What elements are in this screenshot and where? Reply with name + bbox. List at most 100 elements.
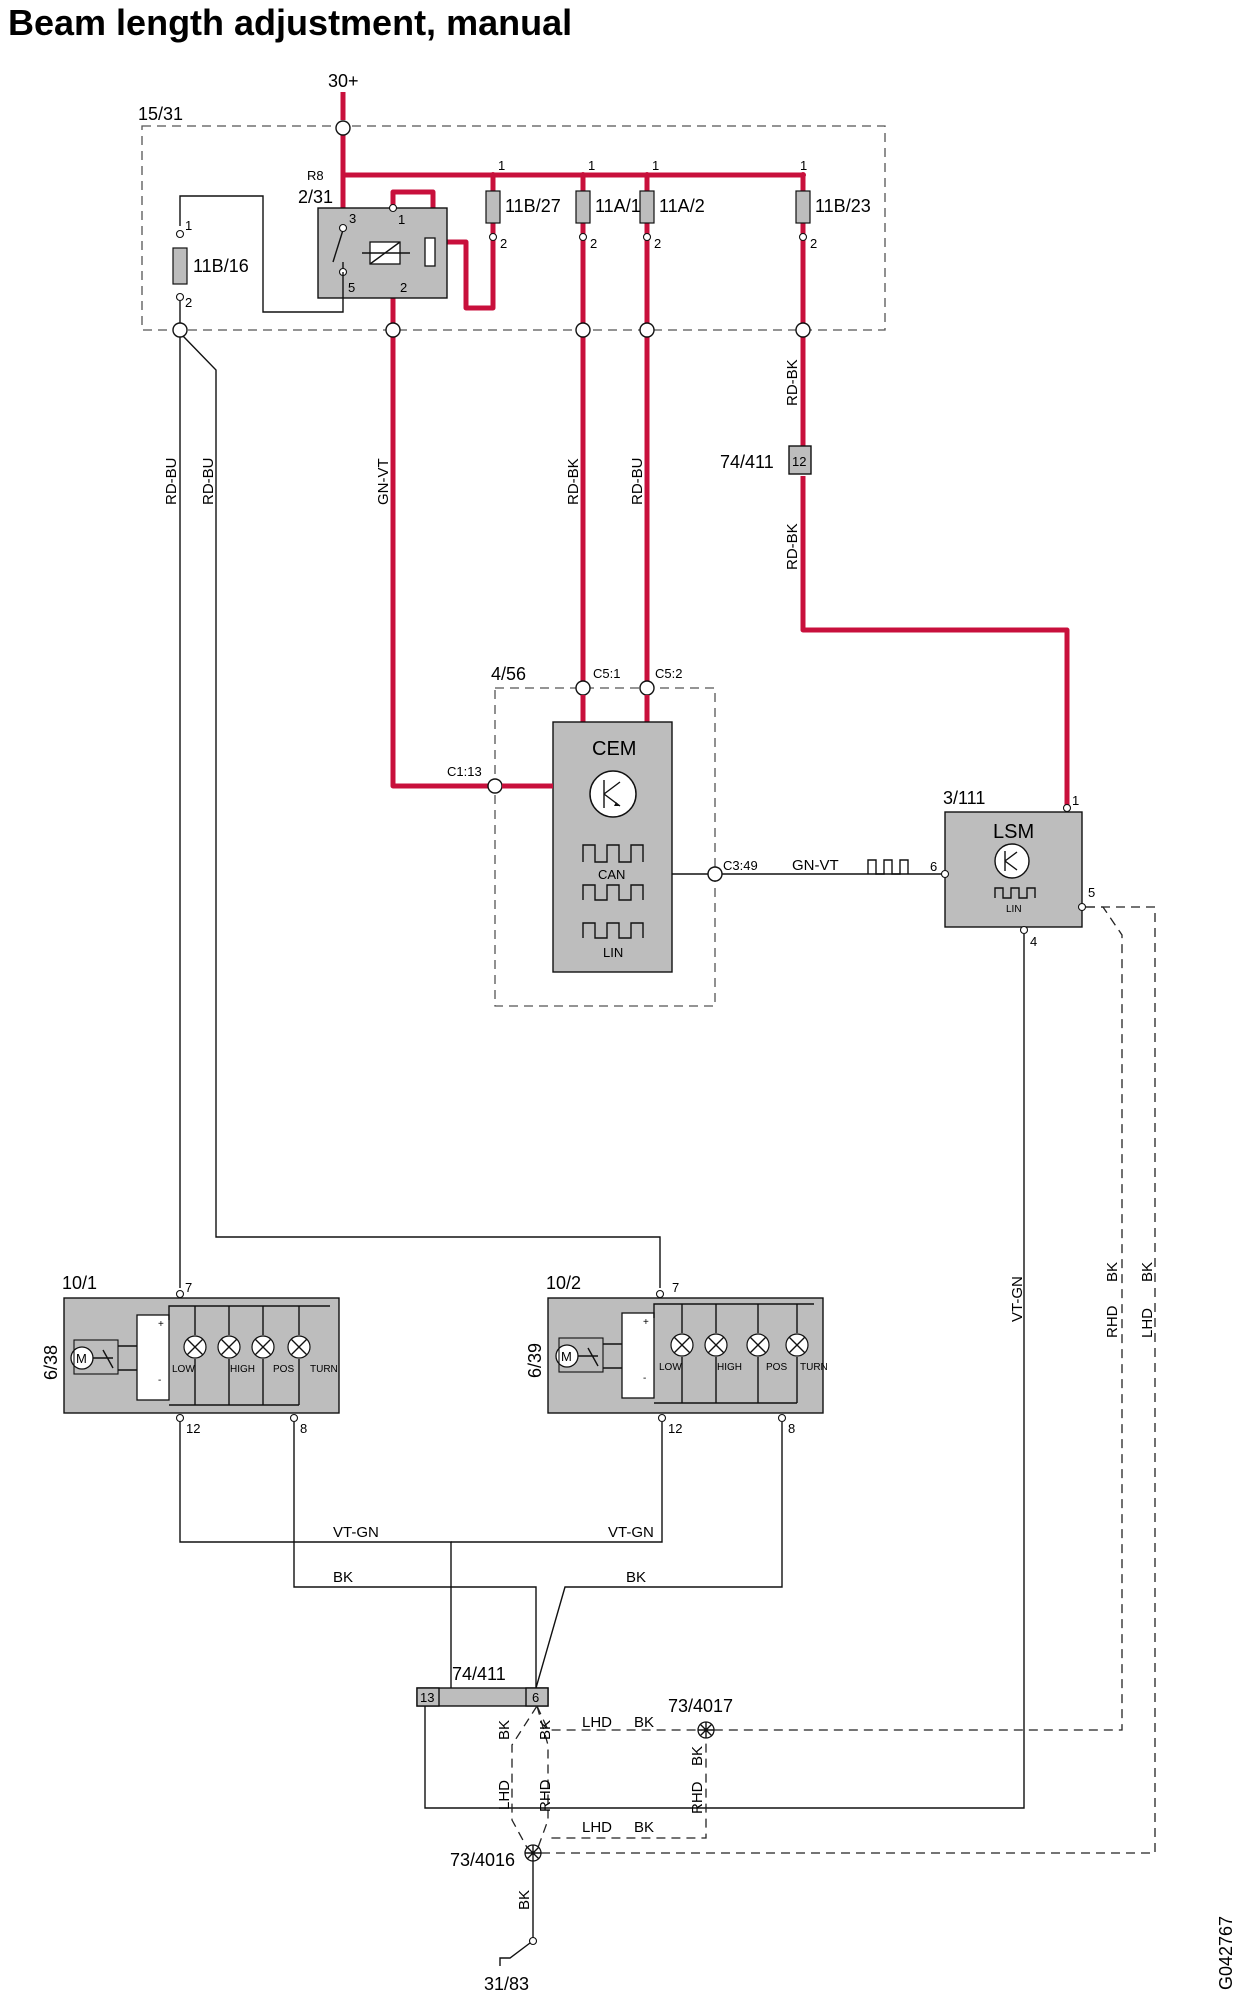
cem-name: CEM — [592, 738, 636, 760]
svg-text:HIGH: HIGH — [230, 1364, 255, 1375]
svg-text:BK: BK — [626, 1569, 646, 1586]
headlamp-right-motor-code: 6/39 — [525, 1343, 545, 1378]
ground-4016-label: 73/4016 — [450, 1850, 515, 1870]
power-wires — [340, 128, 1070, 805]
headlamp-left: 10/1 7 6/38 M + - LOW HIGH — [41, 1273, 340, 1436]
relay-pin-1: 1 — [398, 212, 405, 227]
svg-text:1: 1 — [1072, 793, 1079, 808]
fuse-11b-23: 1 2 11B/23 — [795, 158, 871, 251]
svg-text:BK: BK — [537, 1720, 554, 1740]
svg-text:LHD: LHD — [1139, 1308, 1156, 1338]
left-lamp-turn — [287, 1335, 311, 1359]
svg-text:BK: BK — [634, 1714, 654, 1731]
fuse-label-11a-1: 11A/1 — [595, 196, 641, 216]
headlamp-left-code: 10/1 — [62, 1273, 97, 1293]
svg-text:BK: BK — [634, 1819, 654, 1836]
svg-text:RD-BU: RD-BU — [200, 458, 217, 506]
svg-text:RD-BK: RD-BK — [784, 523, 801, 570]
fuse-11a-1: 1 2 11A/1 — [575, 158, 641, 251]
left-lamp-low — [183, 1335, 207, 1359]
svg-text:LHD: LHD — [582, 1714, 612, 1731]
headlamp-right-code: 10/2 — [546, 1273, 581, 1293]
lin-bus-wire: GN-VT — [722, 857, 945, 875]
svg-text:LHD: LHD — [582, 1819, 612, 1836]
lsm-module: 3/111 1 LSM LIN 6 5 4 — [930, 788, 1095, 949]
svg-text:12: 12 — [792, 454, 806, 469]
connector-top-label: 74/411 — [720, 452, 774, 472]
svg-text:7: 7 — [672, 1280, 679, 1295]
lsm-box-label: 3/111 — [943, 788, 985, 808]
figure-id: G042767 — [1216, 1916, 1236, 1990]
fuse-box-15-31: 15/31 — [138, 104, 886, 331]
fuse-label-11b-23: 11B/23 — [815, 196, 871, 216]
svg-text:1: 1 — [588, 158, 595, 173]
svg-text:GN-VT: GN-VT — [792, 857, 839, 874]
svg-text:GN-VT: GN-VT — [375, 458, 392, 505]
svg-text:TURN: TURN — [800, 1362, 828, 1373]
svg-text:M: M — [76, 1351, 87, 1366]
connector-bottom-label: 74/411 — [452, 1664, 506, 1684]
svg-text:RHD: RHD — [1104, 1305, 1121, 1338]
svg-text:-: - — [643, 1373, 646, 1384]
cem-body — [552, 721, 673, 973]
svg-text:HIGH: HIGH — [717, 1362, 742, 1373]
svg-text:BK: BK — [689, 1746, 706, 1766]
svg-text:POS: POS — [766, 1362, 787, 1373]
svg-text:BK: BK — [1104, 1262, 1121, 1282]
svg-text:12: 12 — [186, 1421, 200, 1436]
boundary-nodes — [172, 120, 811, 338]
svg-text:LHD: LHD — [496, 1780, 513, 1810]
svg-text:6: 6 — [532, 1690, 539, 1705]
fuse-11b-16: 1 2 11B/16 — [172, 218, 249, 330]
connector-74-411-bottom: 74/411 13 6 — [416, 1664, 549, 1707]
svg-text:6: 6 — [930, 859, 937, 874]
svg-text:BK: BK — [516, 1890, 533, 1910]
fuse-11a-2: 1 2 11A/2 — [639, 158, 705, 251]
relay-pin-2: 2 — [400, 280, 407, 295]
cem-box-label: 4/56 — [491, 664, 526, 684]
page-title: Beam length adjustment, manual — [8, 2, 573, 43]
svg-text:LIN: LIN — [1006, 904, 1022, 915]
ground-point-73-4016: 73/4016 BK — [450, 1844, 542, 1938]
svg-text:LIN: LIN — [603, 945, 623, 960]
svg-text:RD-BU: RD-BU — [163, 458, 180, 506]
relay-code-label: R8 — [307, 168, 324, 183]
right-lamp-turn — [785, 1333, 809, 1357]
svg-text:BK: BK — [333, 1569, 353, 1586]
svg-text:RD-BK: RD-BK — [565, 458, 582, 505]
svg-text:VT-GN: VT-GN — [1009, 1276, 1026, 1322]
svg-text:C5:1: C5:1 — [593, 666, 620, 681]
svg-text:2: 2 — [654, 236, 661, 251]
fuse-label-11b-16: 11B/16 — [193, 256, 249, 276]
svg-text:1: 1 — [185, 218, 192, 233]
headlamp-right: 10/2 7 6/39 M + - LOW HIGH — [525, 1273, 828, 1436]
svg-text:C5:2: C5:2 — [655, 666, 682, 681]
chassis-ground-31-83: 31/83 — [484, 1936, 538, 1994]
svg-text:C1:13: C1:13 — [447, 764, 482, 779]
relay-2-31: R8 2/31 3 1 5 2 — [179, 168, 448, 313]
right-lamp-low — [670, 1333, 694, 1357]
fuse-label-11a-2: 11A/2 — [659, 196, 705, 216]
headlamp-lower-wires: VT-GN VT-GN BK BK — [179, 1422, 783, 1689]
lsm-output-wires: RHD BK LHD BK — [424, 906, 1156, 1854]
svg-text:8: 8 — [788, 1421, 795, 1436]
svg-text:2: 2 — [185, 295, 192, 310]
svg-text:+: + — [158, 1319, 164, 1330]
left-lamp-high — [217, 1335, 241, 1359]
relay-pin-3: 3 — [349, 211, 356, 226]
svg-text:POS: POS — [273, 1364, 294, 1375]
svg-text:LOW: LOW — [172, 1364, 195, 1375]
svg-text:13: 13 — [420, 1690, 434, 1705]
svg-text:VT-GN: VT-GN — [608, 1524, 654, 1541]
fuse-11b-27: 1 2 11B/27 — [485, 158, 561, 251]
lsm-name: LSM — [993, 821, 1034, 843]
svg-text:2: 2 — [590, 236, 597, 251]
relay-label: 2/31 — [298, 187, 333, 207]
svg-text:RHD: RHD — [689, 1781, 706, 1814]
headlamp-left-motor-code: 6/38 — [41, 1345, 61, 1380]
svg-text:BK: BK — [496, 1720, 513, 1740]
svg-text:C3:49: C3:49 — [723, 858, 758, 873]
ground-wiring: BK LHD BK RHD BK RHD LHD BK LHD BK — [496, 1705, 707, 1854]
supply-30-label: 30+ — [328, 71, 359, 91]
svg-text:M: M — [561, 1349, 572, 1364]
